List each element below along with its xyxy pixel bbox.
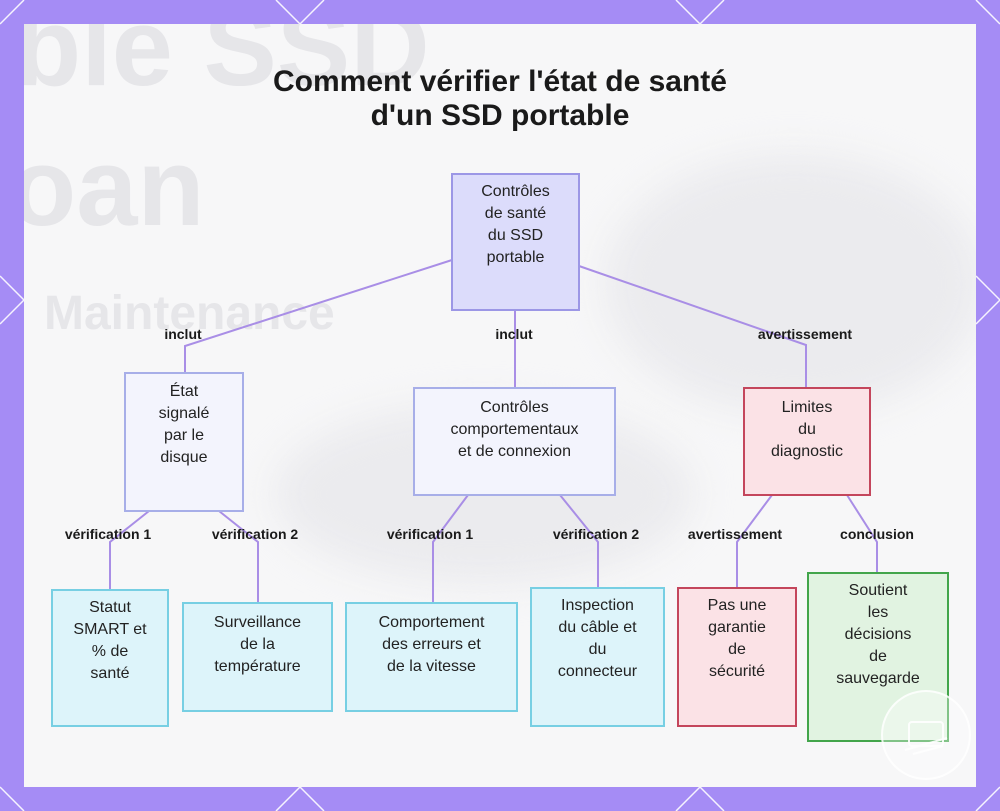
node-text: décisions [844, 626, 912, 643]
node-text: connecteur [557, 663, 638, 680]
node-text: portable [486, 249, 545, 266]
node-text: SMART et [73, 621, 147, 638]
node-text: Inspection [561, 597, 634, 614]
node-text: sauvegarde [836, 670, 920, 687]
node-text: Comportement [378, 614, 485, 631]
node-text: Pas une [707, 597, 767, 614]
node-limites-diagnostic: Limites du diagnostic [743, 387, 871, 496]
node-text: les [867, 604, 889, 621]
node-text: sécurité [708, 663, 766, 680]
background-blur [604, 154, 976, 414]
node-text: Contrôles [480, 399, 549, 416]
node-inspection-cable: Inspection du câble et du connecteur [530, 587, 665, 727]
node-text: de [728, 641, 746, 658]
node-text: de la vitesse [387, 658, 476, 675]
node-text: de santé [484, 205, 547, 222]
edge-root-limites [578, 265, 807, 388]
edge-limites-sauvegarde [846, 494, 878, 573]
edge-comport-cable [559, 494, 599, 588]
edge-label: vérification 1 [386, 526, 474, 542]
node-text: du câble et [558, 619, 637, 636]
edge-label: vérification 2 [211, 526, 299, 542]
node-controles-comportementaux: Contrôles comportementaux et de connexio… [413, 387, 616, 496]
edge-label: conclusion [840, 526, 914, 542]
node-text: % de [91, 643, 129, 660]
watermark-logo-icon [881, 690, 971, 780]
edge-etat-smart [109, 510, 150, 590]
node-text: Contrôles [481, 183, 550, 200]
node-text: du [798, 421, 816, 438]
edge-label: vérification 2 [552, 526, 640, 542]
edge-label: vérification 1 [64, 526, 152, 542]
node-text: température [214, 658, 301, 675]
edge-label: avertissement [687, 526, 783, 542]
node-root: Contrôles de santé du SSD portable [451, 173, 580, 311]
background-text: ble SSD [24, 24, 430, 109]
node-text: Surveillance [213, 614, 302, 631]
edge-label: inclut [495, 326, 533, 342]
node-text: comportementaux [450, 421, 579, 438]
background-text: oan [24, 126, 205, 249]
node-text: de la [240, 636, 275, 653]
node-text: Limites [781, 399, 833, 416]
node-comportement-erreurs: Comportement des erreurs et de la vitess… [345, 602, 518, 712]
node-text: santé [90, 665, 130, 682]
edge-root-etat [184, 259, 453, 373]
node-text: des erreurs et [382, 636, 481, 653]
node-text: et de connexion [458, 443, 571, 460]
node-text: disque [160, 449, 208, 466]
diagram-title: Comment vérifier l'état de santé [273, 65, 727, 98]
node-statut-smart: Statut SMART et % de santé [51, 589, 169, 727]
node-text: Statut [89, 599, 131, 616]
edge-label: inclut [164, 326, 202, 342]
node-pas-garantie: Pas une garantie de sécurité [677, 587, 797, 727]
node-surveillance-temperature: Surveillance de la température [182, 602, 333, 712]
edge-comport-erreurs [432, 494, 469, 603]
edge-label: avertissement [757, 326, 853, 342]
node-text: du SSD [487, 227, 544, 244]
node-text: État [169, 383, 199, 400]
node-text: Soutient [848, 582, 908, 599]
node-text: du [588, 641, 607, 658]
node-text: garantie [708, 619, 766, 636]
node-text: par le [163, 427, 204, 444]
diagram-title-line2: d'un SSD portable [370, 99, 630, 132]
node-text: de [869, 648, 887, 665]
node-text: diagnostic [770, 443, 844, 460]
edge-etat-temp [218, 510, 259, 603]
node-etat-signale: État signalé par le disque [124, 372, 244, 512]
node-text: signalé [158, 405, 210, 422]
edge-limites-garantie [736, 494, 773, 588]
